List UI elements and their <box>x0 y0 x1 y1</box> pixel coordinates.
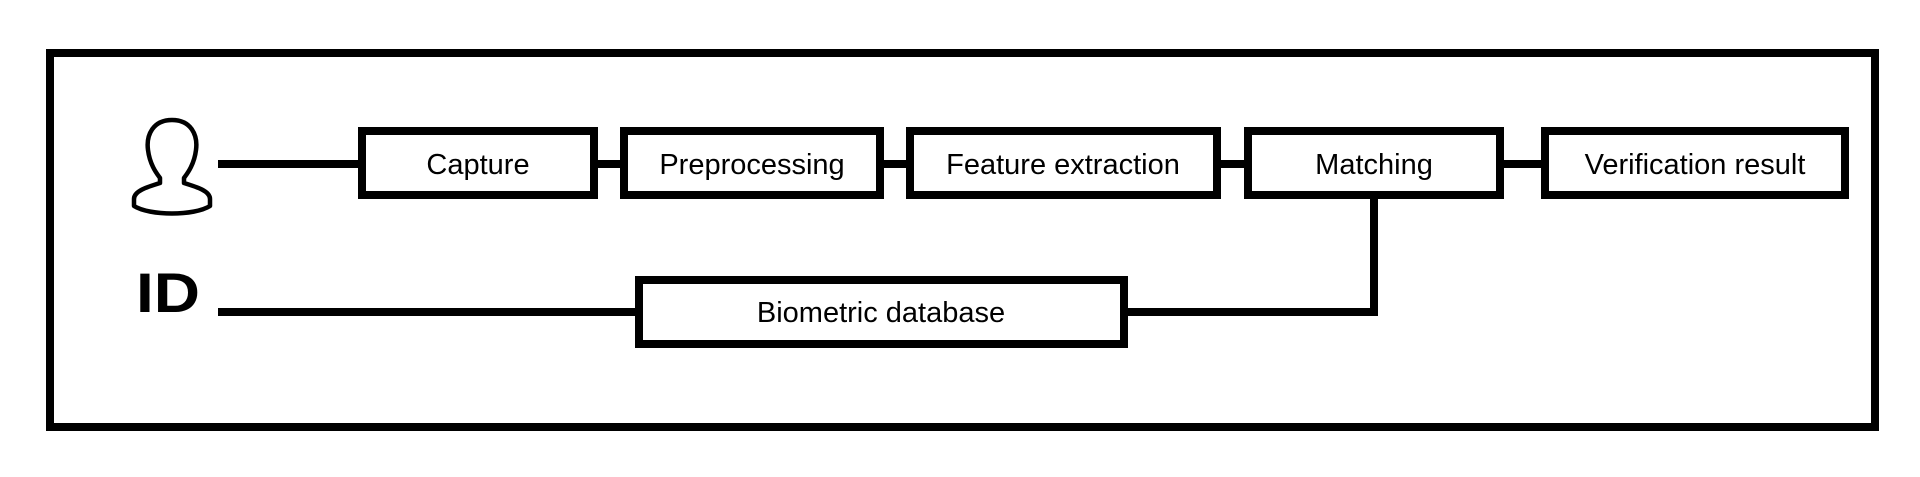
capture-box <box>358 127 598 199</box>
matching-box <box>1244 127 1504 199</box>
feature-extraction-label: Feature extraction <box>946 149 1180 181</box>
id-label: ID <box>136 261 200 324</box>
biometric-database-label: Biometric database <box>757 297 1005 329</box>
stage-boxes <box>358 127 1849 348</box>
connector-database-matching <box>1124 195 1378 316</box>
verification-result-label: Verification result <box>1585 149 1806 181</box>
matching-label: Matching <box>1315 149 1433 181</box>
user-icon <box>131 117 213 216</box>
outer-frame <box>46 49 1879 431</box>
biometric-database-box <box>635 276 1128 348</box>
feature-extraction-box <box>906 127 1221 199</box>
capture-label: Capture <box>426 149 529 181</box>
connectors <box>218 160 1545 316</box>
preprocessing-box <box>620 127 884 199</box>
preprocessing-label: Preprocessing <box>659 149 844 181</box>
verification-result-box <box>1541 127 1849 199</box>
